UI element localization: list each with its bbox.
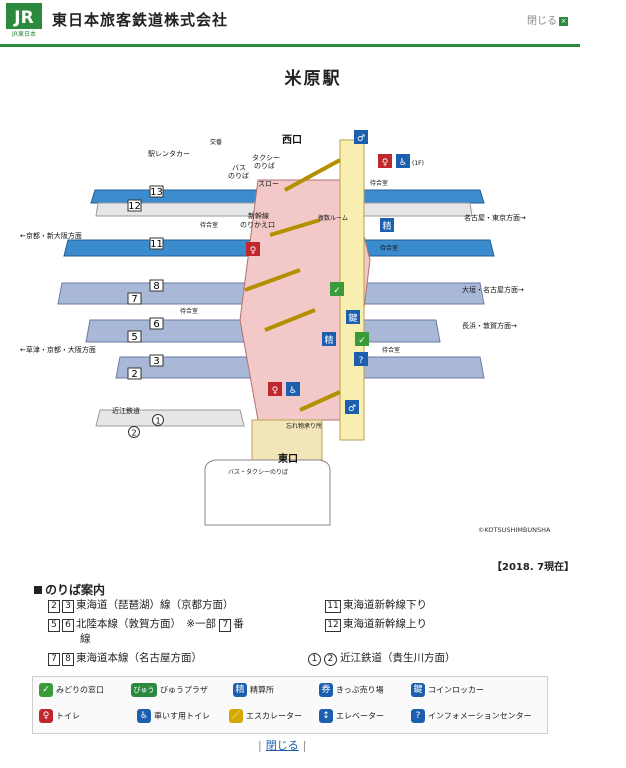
svg-text:✓: ✓ (333, 286, 341, 296)
transfer-label-1: 新幹線 (248, 211, 269, 220)
seisan-item: 精精算所 (233, 683, 274, 697)
svg-text:7: 7 (131, 294, 137, 305)
svg-text:精: 精 (324, 334, 333, 346)
dir-nagoya-tokyo: 名古屋・東京方面→ (464, 213, 526, 222)
svg-text:JR東日本: JR東日本 (11, 30, 36, 37)
taxi-label-2: のりば (254, 161, 275, 170)
svg-text:2: 2 (131, 369, 137, 380)
legend-title: のりば案内 (34, 581, 105, 598)
company-name: 東日本旅客鉄道株式会社 (52, 11, 229, 29)
bus-terminal (204, 459, 331, 526)
bus-label-2: のりば (228, 171, 249, 180)
svg-text:✓: ✓ (358, 336, 366, 346)
rental-car-label: 駅レンタカー (148, 149, 190, 158)
svg-text:5: 5 (131, 332, 137, 343)
escalators (244, 158, 341, 412)
dir-nagahama: 長浜・敦賀方面→ (462, 321, 517, 330)
waiting-room-3: 待合室 (380, 244, 398, 252)
info-icon: ? (411, 709, 425, 723)
svg-text:♂: ♂ (357, 134, 365, 144)
koban-label: 交番 (210, 138, 222, 146)
taxi-label: タクシー (252, 153, 280, 162)
dir-kusatsu: ←草津・京都・大阪方面 (20, 345, 96, 354)
bus-label: バス (232, 164, 246, 172)
svg-text:3: 3 (153, 356, 159, 367)
close-link-top[interactable]: 閉じる× (527, 16, 568, 27)
as-of-date: 【2018. 7現在】 (492, 562, 575, 573)
waiting-room-2: 待合室 (200, 221, 218, 229)
toilet-icon: ♀ (39, 709, 53, 723)
close-footer: |閉じる| (258, 739, 307, 752)
svg-text:13: 13 (150, 187, 163, 198)
svg-text:JR: JR (13, 8, 33, 28)
elevator-item: ↕エレベーター (319, 709, 384, 723)
svg-text:♀: ♀ (272, 386, 279, 396)
waiting-room-5: 待合室 (382, 346, 400, 354)
view-icon: びゅう (131, 683, 157, 697)
page-title: 米原駅 (284, 69, 342, 89)
close-link-bottom[interactable]: 閉じる (265, 739, 299, 752)
toilet-item: ♀トイレ (39, 709, 80, 723)
track-numbers: 13 12 11 8 7 6 5 3 2 1 2 (127, 185, 164, 438)
map-labels: 西口 東口 駅レンタカー 交番 タクシー のりば バス のりば スロー 新幹線 … (20, 134, 526, 476)
wheelchair-item: ♿車いす用トイレ (137, 709, 210, 723)
locker-icon: 鍵 (411, 683, 425, 697)
svg-text:?: ? (359, 356, 364, 366)
midori-icon: ✓ (39, 683, 53, 697)
wheelchair-icon: ♿ (137, 709, 151, 723)
svg-text:♀: ♀ (250, 246, 257, 256)
svg-text:8: 8 (153, 281, 159, 292)
svg-text:♿: ♿ (289, 386, 297, 396)
site-header: JR JR東日本 東日本旅客鉄道株式会社 閉じる× (0, 0, 580, 47)
west-exit-label: 西口 (282, 134, 302, 146)
transfer-label-2: のりかえ口 (240, 221, 275, 229)
jr-east-logo-icon: JR JR東日本 (6, 3, 42, 37)
ticket-item: 券きっぷ売り場 (319, 683, 384, 697)
ticket-icon: 券 (319, 683, 333, 697)
station-map: 13 12 11 8 7 6 5 3 2 1 2 ♂ ♀ ♿ 精 ♀ ✓ 鍵 精… (20, 130, 526, 526)
svg-text:12: 12 (128, 201, 141, 212)
svg-text:2: 2 (131, 429, 136, 438)
svg-text:♿: ♿ (399, 158, 407, 168)
dir-kyoto-shinosaka: ←京都・新大阪方面 (20, 231, 82, 240)
waiting-room-1: 待合室 (370, 179, 388, 187)
first-floor-label: (1F) (412, 160, 424, 167)
facility-icons: ♂ ♀ ♿ 精 ♀ ✓ 鍵 精 ✓ ? ♀ ♿ ♂ (246, 130, 410, 414)
escalator-icon: ／ (229, 709, 243, 723)
svg-text:6: 6 (153, 319, 159, 330)
icon-legend: ✓みどりの窓口 びゅうびゅうプラザ 精精算所 券きっぷ売り場 鍵コインロッカー … (32, 676, 548, 734)
elevator-icon: ↕ (319, 709, 333, 723)
lost-found-label: 忘れ物承り所 (286, 422, 322, 430)
close-icon: × (559, 16, 568, 26)
east-concourse (251, 419, 323, 461)
waiting-room-4: 待合室 (180, 307, 198, 315)
svg-text:11: 11 (150, 239, 163, 250)
escalator-item: ／エスカレーター (229, 709, 302, 723)
legend-bullet-icon (34, 586, 42, 594)
bus-taxi-label: バス・タクシーのりば (228, 468, 288, 476)
ohmi-label: 近江鉄道 (112, 406, 140, 415)
svg-text:精: 精 (382, 220, 391, 232)
locker-item: 鍵コインロッカー (411, 683, 484, 697)
copyright: ©KOTSUSHIMBUNSHA (478, 526, 551, 534)
svg-text:鍵: 鍵 (348, 312, 357, 324)
slope-label: スロー (258, 180, 279, 188)
east-exit-label: 東口 (278, 452, 298, 465)
svg-text:♀: ♀ (382, 158, 389, 168)
platform-row-wrap: 線 (80, 633, 91, 645)
midori-item: ✓みどりの窓口 (39, 683, 104, 697)
svg-text:1: 1 (155, 417, 160, 426)
seisan-icon: 精 (233, 683, 247, 697)
dir-ogaki-nagoya: 大垣・名古屋方面→ (462, 285, 524, 294)
svg-text:♂: ♂ (348, 404, 356, 414)
view-item: びゅうびゅうプラザ (131, 683, 208, 697)
multi-room-label: 復数ルーム (318, 214, 348, 222)
info-item: ?インフォメーションセンター (411, 709, 532, 723)
